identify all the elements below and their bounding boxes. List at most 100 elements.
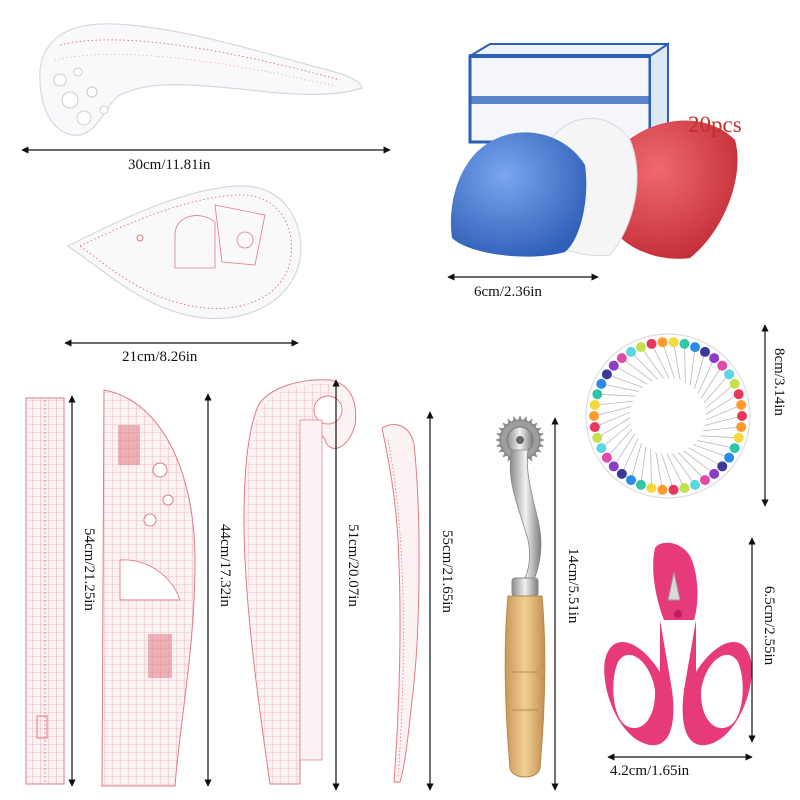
- french-curve-ruler: [39, 23, 363, 136]
- scissors-height-label: 6.5cm/2.55in: [761, 586, 777, 666]
- pin-shaft: [697, 440, 735, 449]
- pin-shaft: [673, 342, 681, 381]
- wheel-tooth: [502, 452, 508, 458]
- pin-shaft: [702, 426, 742, 432]
- pin-head: [589, 399, 600, 410]
- pin-wheel: [585, 333, 751, 499]
- wheel-tooth: [498, 427, 504, 432]
- wheel-tooth: [495, 443, 502, 448]
- pin-shaft: [703, 374, 730, 404]
- pins-size-label: 8cm/3.14in: [771, 348, 787, 416]
- pin-head: [592, 389, 603, 400]
- wheel-tooth: [532, 422, 538, 428]
- pin-head: [646, 338, 657, 349]
- pin-shaft: [683, 450, 715, 475]
- pin-head: [709, 468, 720, 479]
- pin-shaft: [704, 415, 743, 426]
- wheel-tooth: [538, 432, 545, 437]
- pin-shaft: [650, 449, 652, 489]
- pin-shaft: [594, 400, 634, 406]
- teardrop-ruler: [66, 185, 302, 320]
- pin-head: [690, 479, 701, 490]
- l-square-size-label: 51cm/20.07in: [345, 524, 361, 607]
- straight-ruler-size-label: 54cm/21.25in: [81, 528, 97, 611]
- pin-head: [668, 484, 679, 495]
- pin-head: [724, 369, 735, 380]
- pin-shaft: [684, 343, 686, 383]
- pin-head: [729, 443, 740, 454]
- wheel-tooth: [507, 418, 512, 424]
- pin-shaft: [666, 453, 685, 489]
- curve-ruler-size-label: 30cm/11.81in: [128, 157, 211, 173]
- chalk-size-label: 6cm/2.36in: [474, 284, 542, 300]
- pin-head: [589, 411, 599, 421]
- pin-shaft: [677, 452, 706, 481]
- pin-head: [635, 342, 646, 353]
- wheel-tooth: [536, 448, 542, 453]
- scissors-width-label: 4.2cm/1.65in: [610, 763, 690, 779]
- pin-shaft: [597, 417, 631, 439]
- pin-head: [733, 432, 744, 443]
- pin-head: [737, 411, 747, 421]
- wheel-tooth: [502, 422, 508, 428]
- hip-curve-ruler: [101, 389, 196, 787]
- pin-shaft: [689, 347, 696, 386]
- wheel-tooth: [507, 456, 512, 462]
- tracing-wheel: [495, 415, 546, 778]
- scissors: [604, 542, 752, 746]
- pin-shaft: [621, 438, 639, 475]
- pin-head: [700, 346, 710, 357]
- teardrop-ruler-size-label: 21cm/8.26in: [122, 349, 198, 365]
- pin-shaft: [662, 342, 676, 379]
- pin-shaft: [701, 365, 723, 399]
- pin-head: [596, 443, 607, 454]
- pin-head: [616, 353, 627, 364]
- wheel-tooth: [528, 456, 533, 462]
- pin-head: [635, 479, 646, 490]
- wheel-tooth: [539, 438, 545, 442]
- pin-shaft: [704, 383, 735, 409]
- pin-head: [657, 337, 668, 348]
- pin-head: [717, 461, 728, 472]
- wheel-tooth: [512, 415, 517, 422]
- pin-shaft: [601, 423, 632, 449]
- pin-head: [601, 452, 612, 463]
- pin-shaft: [692, 444, 730, 459]
- pin-head: [592, 432, 603, 443]
- pin-head: [646, 483, 657, 494]
- pin-head: [733, 389, 744, 400]
- pin-head: [729, 378, 740, 389]
- pin-shaft: [688, 447, 723, 467]
- chalk-count-label: 20pcs: [688, 112, 742, 137]
- pin-shaft: [613, 365, 648, 385]
- pin-shaft: [640, 346, 664, 379]
- pin-head: [608, 360, 619, 371]
- wheel-tooth: [495, 438, 501, 442]
- pin-shaft: [601, 383, 639, 392]
- pin-head: [736, 399, 747, 410]
- pin-head: [657, 484, 668, 495]
- pin-head: [709, 353, 720, 364]
- pin-shaft: [655, 451, 663, 490]
- pin-head: [717, 360, 728, 371]
- pin-shaft: [697, 357, 715, 394]
- wheel-tooth: [536, 427, 542, 432]
- pin-shaft: [694, 351, 706, 389]
- pin-shaft: [705, 404, 742, 421]
- pin-head: [596, 378, 607, 389]
- pin-head: [736, 422, 747, 433]
- pin-shaft: [621, 357, 653, 382]
- pin-head: [668, 337, 679, 348]
- wheel-tooth: [518, 415, 522, 421]
- wheel-tooth: [523, 415, 528, 422]
- pin-shaft: [630, 443, 642, 481]
- pin-shaft: [597, 393, 636, 397]
- pin-shaft: [672, 453, 696, 486]
- l-square-ruler: [243, 379, 357, 785]
- pin-shaft: [640, 446, 647, 485]
- wheel-tooth: [538, 443, 545, 448]
- wheel-tooth: [498, 448, 504, 453]
- pin-shaft: [660, 453, 674, 490]
- pin-head: [616, 468, 627, 479]
